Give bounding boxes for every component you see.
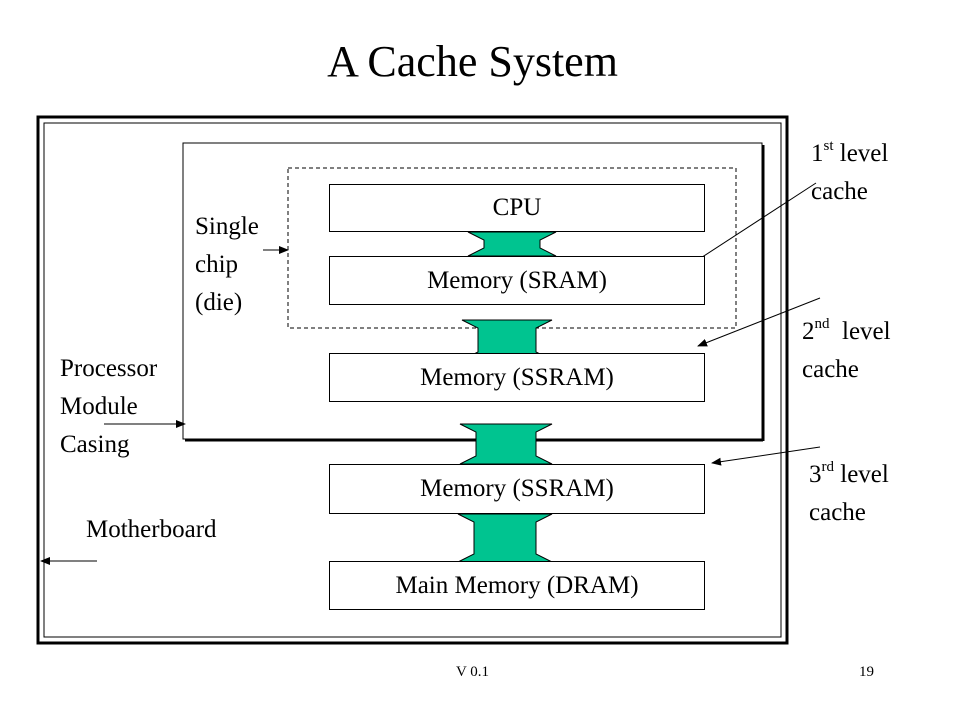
sram-box: Memory (SRAM) [329, 256, 705, 305]
l3-cache-label: 3rd level cache [809, 458, 889, 526]
ssram-l3-box: Memory (SSRAM) [329, 464, 705, 514]
cpu-box: CPU [329, 184, 705, 232]
pointer-l1-cache [689, 182, 817, 266]
dram-box-label: Main Memory (DRAM) [395, 571, 639, 599]
ssram-l2-box-label: Memory (SSRAM) [420, 363, 614, 391]
l2-cache-label: 2nd level cache [802, 315, 891, 383]
ssram-l2-box: Memory (SSRAM) [329, 353, 705, 402]
slide-title: A Cache System [327, 37, 618, 86]
motherboard-frame-outer [36, 115, 789, 645]
footer-version: V 0.1 [456, 664, 490, 680]
dram-box: Main Memory (DRAM) [329, 561, 705, 610]
motherboard-frame-inner [43, 122, 782, 638]
ssram-l3-box-label: Memory (SSRAM) [420, 475, 614, 502]
l1-cache-label: 1st level cache [811, 137, 889, 205]
double-arrow-ssram-ssram [459, 423, 553, 465]
cpu-box-label: CPU [492, 194, 542, 221]
motherboard-label: Motherboard [86, 516, 217, 543]
double-arrow-cpu-sram [467, 231, 557, 257]
footer-page-number: 19 [859, 664, 874, 680]
double-arrow-ssram-dram [457, 513, 553, 563]
sram-box-label: Memory (SRAM) [427, 266, 607, 294]
pointer-l3-cache [711, 446, 821, 466]
pointer-l2-cache [697, 297, 821, 347]
processor-module-casing-label: Processor Module Casing [60, 355, 158, 458]
single-chip-label: Single chip (die) [195, 213, 259, 316]
